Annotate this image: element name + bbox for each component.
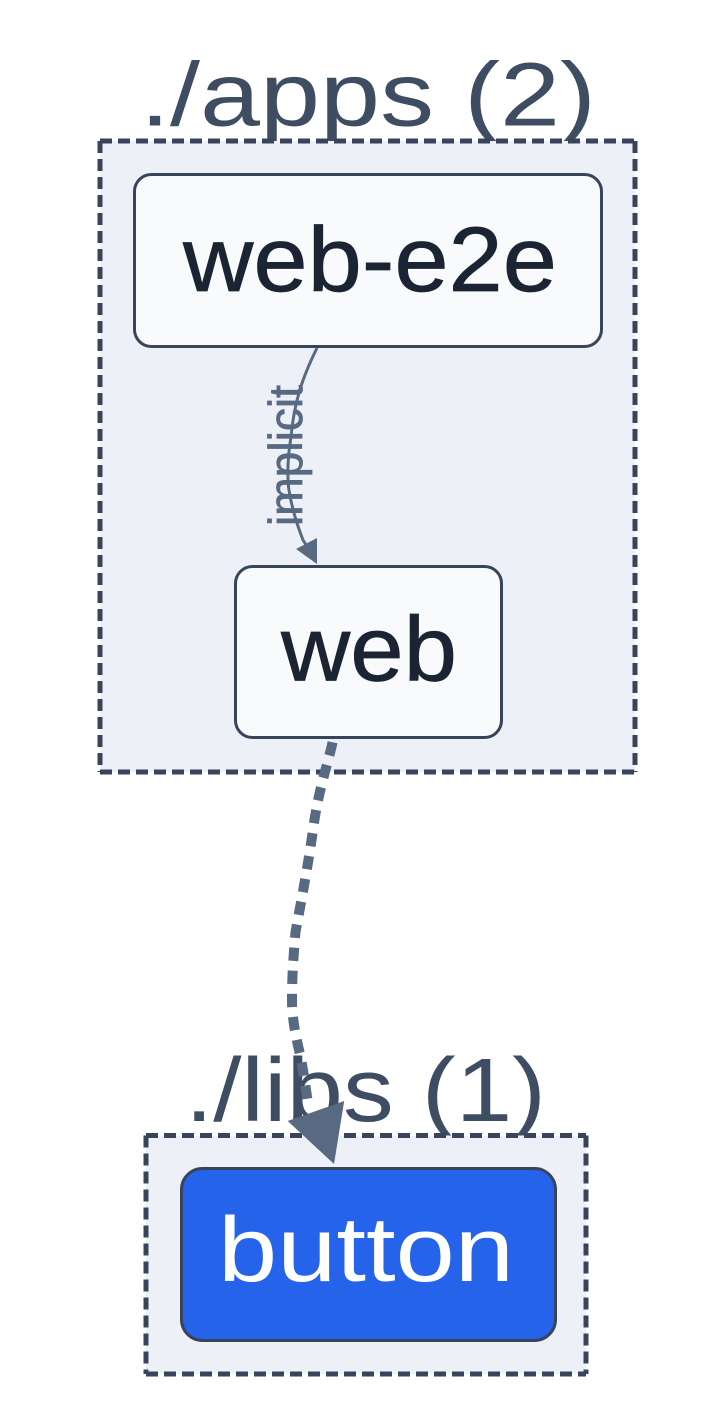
svg-text:./apps (2): ./apps (2) xyxy=(140,46,596,146)
svg-text:button: button xyxy=(218,1199,514,1301)
svg-text:./libs (1): ./libs (1) xyxy=(185,1041,546,1141)
svg-text:web-e2e: web-e2e xyxy=(182,209,557,311)
svg-text:web: web xyxy=(280,599,457,701)
svg-text:implicit: implicit xyxy=(259,385,312,526)
